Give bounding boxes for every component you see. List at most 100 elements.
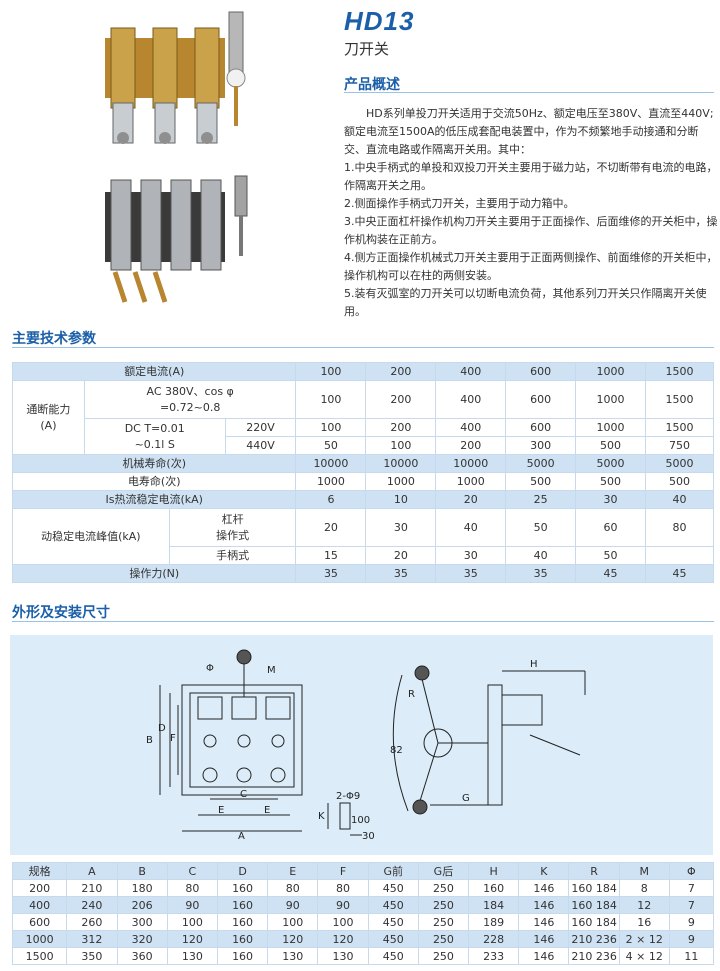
overview-paragraph: 2.侧面操作手柄式刀开关，主要用于动力箱中。 [344,197,575,210]
table-row: Is热流稳定电流(kA) 6 10 20 25 30 40 [11,490,715,509]
overview-paragraph: 3.中央正面杠杆操作机构刀开关主要用于正面操作、后面维修的开关柜中，操作机构装在… [344,215,718,246]
column-header: G前 [367,862,419,880]
table-cell: 600 [505,380,577,419]
table-cell: 1500 [11,947,68,965]
handle-label: 手柄式 [168,546,297,565]
label-b: B [146,735,153,746]
table-cell: 160 [216,879,269,897]
product-title: HD13 [344,6,415,36]
table-header-row: 规格 A B C D E F G前 G后 H K R M Φ [11,862,715,880]
table-cell: 200 [365,362,437,381]
table-cell: 120 [317,930,369,948]
ac-label: AC 380V、cos φ =0.72~0.8 [83,380,297,419]
table-cell: 100 [317,913,369,931]
table-cell: 210 236 [568,947,620,965]
table-cell: 146 [518,879,570,897]
table-cell: 312 [66,930,118,948]
table-cell: 160 [216,913,269,931]
table-cell: 206 [116,896,168,914]
table-cell: 1000 [11,930,68,948]
table-cell: 1000 [575,418,646,437]
table-cell: 180 [116,879,168,897]
table-cell: 50 [575,546,646,565]
column-header: B [116,862,168,880]
label-30: 30 [362,831,375,842]
table-cell: 40 [644,490,715,509]
label-m: M [267,665,276,676]
overview-heading: 产品概述 [344,77,400,93]
table-cell: 50 [295,436,367,455]
table-cell: 450 [367,947,419,965]
column-header: E [267,862,319,880]
table-cell: 10000 [365,454,437,473]
column-header: C [166,862,218,880]
table-cell: 189 [468,913,520,931]
table-cell: 1000 [365,472,437,491]
overview-paragraph: HD系列单投刀开关适用于交流50Hz、额定电压至380V、直流至440V;额定电… [344,107,714,156]
table-cell: 200 [11,879,68,897]
table-cell: 7 [668,879,715,897]
table-cell: 15 [295,546,367,565]
table-cell: 228 [468,930,520,948]
table-cell: 50 [505,508,577,547]
overview-paragraph: 1.中央手柄式的单投和双投刀开关主要用于磁力站，不切断带有电流的电路，作隔离开关… [344,161,718,192]
table-row: 电寿命(次) 1000 1000 1000 500 500 500 [11,472,715,491]
table-cell: 30 [575,490,646,509]
table-cell: 250 [417,879,470,897]
table-cell: 35 [505,564,577,583]
table-cell: 500 [575,436,646,455]
table-cell: 20 [365,546,437,565]
table-cell: 1500 [644,380,715,419]
table-cell: 4 × 12 [618,947,670,965]
table-cell: 320 [116,930,168,948]
table-cell: 400 [435,380,507,419]
force-label: 操作力(N) [11,564,297,583]
table-cell: 1000 [575,362,646,381]
label-h: H [530,659,538,670]
overview-paragraph: 5.装有灭弧室的刀开关可以切断电流负荷，其他系列刀开关只作隔离开关使用。 [344,287,707,318]
table-cell: 400 [435,362,507,381]
label-hole: 2-Φ9 [336,791,360,802]
dc-220v-label: 220V [224,418,297,437]
table-cell: 1500 [644,362,715,381]
table-cell: 600 [11,913,68,931]
table-row: 通断能力 (A) AC 380V、cos φ =0.72~0.8 100 200… [12,380,715,455]
table-cell: 250 [417,930,470,948]
table-cell: 9 [668,930,715,948]
table-cell: 120 [267,930,319,948]
table-cell: 2 × 12 [618,930,670,948]
table-cell: 160 [216,896,269,914]
label-e1: E [218,805,224,816]
table-cell: 450 [367,930,419,948]
table-cell: 1000 [575,380,646,419]
specs-divider [12,347,714,348]
label-d: D [158,723,166,734]
table-row: 机械寿命(次) 10000 10000 10000 5000 5000 5000 [11,454,715,473]
column-header: A [66,862,118,880]
table-cell: 200 [365,418,437,437]
table-cell: 160 [468,879,520,897]
table-cell: 240 [66,896,118,914]
label-c: C [240,789,247,800]
column-header: R [568,862,620,880]
table-row: 额定电流(A) 100 200 400 600 1000 1500 [11,362,715,381]
overview-text: HD系列单投刀开关适用于交流50Hz、额定电压至380V、直流至440V;额定电… [344,105,718,321]
label-f: F [170,733,176,744]
rated-current-label: 额定电流(A) [11,362,297,381]
product-subtitle: 刀开关 [344,40,390,58]
column-header: 规格 [11,862,68,880]
dimensions-heading: 外形及安装尺寸 [12,605,110,621]
table-cell: 100 [295,418,367,437]
column-header: F [317,862,369,880]
table-cell: 160 [216,947,269,965]
overview-paragraph: 4.侧方正面操作机械式刀开关主要用于正面两侧操作、前面维修的开关柜中，操作机构可… [344,251,718,282]
table-cell: 1000 [435,472,507,491]
elec-life-label: 电寿命(次) [11,472,297,491]
table-cell: 80 [317,879,369,897]
